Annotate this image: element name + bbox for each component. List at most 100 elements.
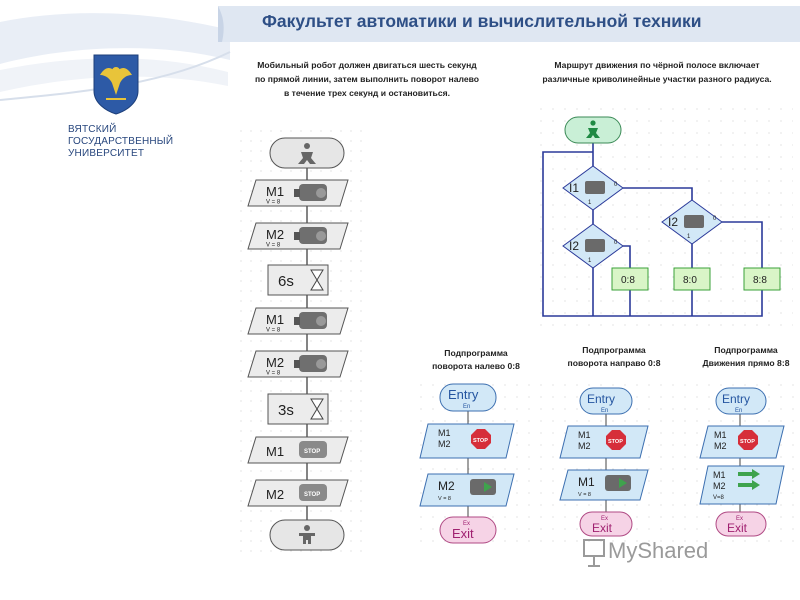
svg-text:V = 8: V = 8: [266, 243, 281, 249]
entry-block: Entry En: [579, 387, 633, 415]
university-name: ВЯТСКИЙ ГОСУДАРСТВЕННЫЙ УНИВЕРСИТЕТ: [68, 124, 174, 159]
motor-stop-icon: STOP: [299, 484, 327, 501]
svg-text:8:0: 8:0: [683, 275, 697, 286]
left-flowchart: M1 V = 8 M2 V = 8 6s M1 V = 8 M2 V = 8 3…: [240, 130, 370, 560]
svg-text:V = 8: V = 8: [438, 496, 451, 502]
svg-text:M2: M2: [438, 439, 451, 449]
svg-text:M1: M1: [266, 184, 284, 199]
svg-text:V=8: V=8: [713, 495, 725, 501]
motor-stop-block: M1 M2 STOP: [559, 425, 649, 459]
svg-text:0: 0: [614, 240, 618, 246]
hourglass-icon: [310, 269, 324, 291]
svg-text:En: En: [601, 408, 608, 414]
svg-text:M1: M1: [266, 312, 284, 327]
svg-text:1: 1: [588, 258, 592, 264]
decision-i2-second: I2 0 1: [661, 199, 723, 245]
svg-text:Entry: Entry: [587, 392, 615, 406]
motor-stop-block: M1 STOP: [247, 436, 349, 464]
svg-text:Exit: Exit: [452, 526, 474, 541]
header-banner: [0, 6, 800, 101]
motor-icon: [294, 355, 327, 372]
call-block: 8:0: [673, 267, 711, 291]
motor-stop-block: M1 M2 STOP: [419, 423, 515, 459]
motor-stop-icon: STOP: [299, 441, 327, 458]
sensor-icon: [585, 239, 605, 252]
watermark: MyShared: [608, 538, 709, 563]
entry-block: Entry En: [715, 387, 767, 415]
call-block: 0:8: [611, 267, 649, 291]
svg-text:M2: M2: [578, 441, 591, 451]
hourglass-icon: [310, 398, 324, 420]
sensor-icon: [585, 181, 605, 194]
motor-block: M2 V = 8: [247, 222, 349, 250]
motor-block: M1 M2 V=8: [699, 465, 785, 505]
svg-text:M2: M2: [266, 227, 284, 242]
motor-icon: [294, 227, 327, 244]
svg-text:M2: M2: [266, 487, 284, 502]
svg-text:I2: I2: [569, 239, 579, 253]
start-block: [564, 116, 622, 144]
svg-text:0: 0: [713, 216, 717, 222]
svg-text:Entry: Entry: [448, 387, 479, 402]
svg-text:6s: 6s: [278, 273, 294, 290]
motor-icon: [294, 184, 327, 201]
subprogram-flowcharts: Entry En M1 M2 STOP M2 V = 8 Ex Exit Ent…: [410, 376, 798, 546]
svg-text:Ex: Ex: [601, 516, 608, 522]
svg-text:M2: M2: [266, 355, 284, 370]
exit-block: Ex Exit: [439, 516, 497, 544]
sensor-icon: [684, 215, 704, 228]
svg-text:Entry: Entry: [722, 392, 750, 406]
call-block: 8:8: [743, 267, 781, 291]
svg-text:I2: I2: [668, 215, 678, 229]
svg-text:Exit: Exit: [727, 521, 748, 535]
decision-i2: I2 0 1: [562, 223, 624, 269]
svg-text:0: 0: [614, 182, 618, 188]
motor-block: M1 V = 8: [247, 179, 349, 207]
svg-text:V = 8: V = 8: [266, 371, 281, 377]
traffic-man-stop-icon: [299, 525, 315, 544]
svg-text:STOP: STOP: [608, 439, 623, 445]
motor-stop-block: M1 M2 STOP: [699, 425, 785, 459]
svg-text:En: En: [463, 404, 470, 410]
subprogram-title-straight: Подпрограмма Движения прямо 8:8: [702, 345, 790, 368]
svg-text:Exit: Exit: [592, 521, 613, 535]
motor-block: M1 V = 8: [247, 307, 349, 335]
exit-block: Ex Exit: [715, 511, 767, 537]
subprogram-title-left: Подпрограмма поворота налево 0:8: [432, 348, 520, 371]
decision-i1: I1 0 1: [562, 165, 624, 211]
subprogram-title-right: Подпрограмма поворота направо 0:8: [567, 345, 661, 368]
svg-text:M2: M2: [714, 441, 727, 451]
page-title: Факультет автоматики и вычислительной те…: [262, 11, 702, 31]
svg-text:M2: M2: [438, 479, 455, 493]
motor-icon: [605, 475, 631, 491]
stop-sign-icon: STOP: [471, 429, 491, 449]
motor-block: M2 V = 8: [419, 473, 515, 507]
motor-stop-block: M2 STOP: [247, 479, 349, 507]
svg-text:Ex: Ex: [736, 516, 743, 522]
svg-text:V = 8: V = 8: [266, 200, 281, 206]
traffic-man-icon: [298, 143, 316, 164]
svg-text:1: 1: [588, 200, 592, 206]
motor-icon: [294, 312, 327, 329]
university-crest-icon: [93, 54, 139, 115]
svg-text:M1: M1: [438, 428, 451, 438]
title-bar: [218, 6, 800, 42]
right-flowchart: I1 0 1 I2 0 1 I2 0 1 0:8 8:0 8:8: [535, 108, 793, 328]
forward-arrows-icon: [738, 469, 760, 490]
svg-text:M1: M1: [578, 430, 591, 440]
svg-text:STOP: STOP: [740, 439, 755, 445]
svg-text:3s: 3s: [278, 402, 294, 419]
wait-block: 6s: [267, 264, 329, 296]
stop-sign-icon: STOP: [738, 430, 758, 450]
svg-text:STOP: STOP: [304, 449, 320, 455]
wait-block: 3s: [267, 393, 329, 425]
svg-text:M1: M1: [266, 444, 284, 459]
svg-text:V = 8: V = 8: [578, 492, 591, 498]
svg-text:M1: M1: [714, 430, 727, 440]
svg-text:M1: M1: [713, 470, 726, 480]
traffic-man-icon: [586, 120, 600, 138]
stop-sign-icon: STOP: [606, 430, 626, 450]
svg-text:V = 8: V = 8: [266, 328, 281, 334]
svg-text:8:8: 8:8: [753, 275, 767, 286]
svg-text:Ex: Ex: [463, 521, 470, 527]
